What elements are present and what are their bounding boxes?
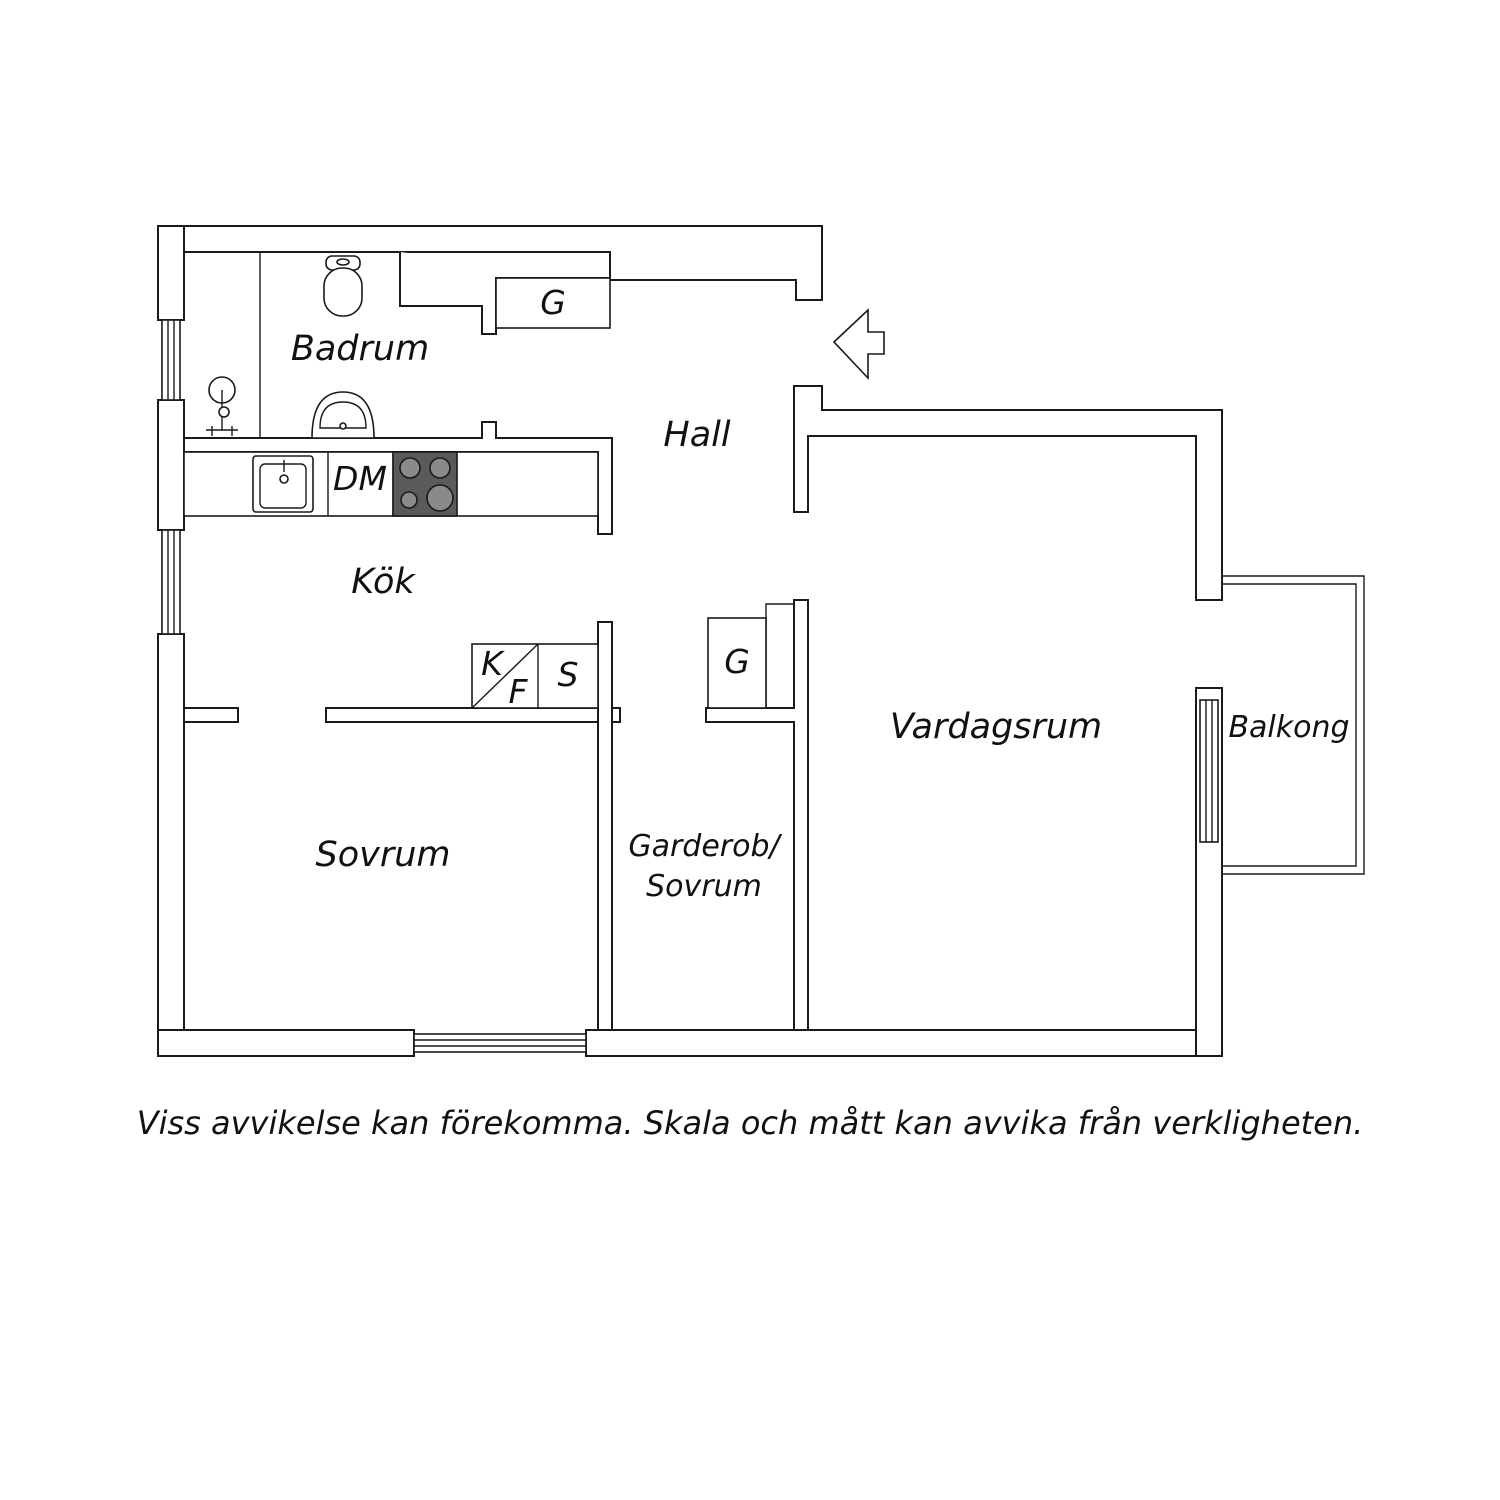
wall-living-left: [705, 599, 809, 1031]
wall-kitchen-bedroom-right: [325, 707, 621, 723]
fixture-label-g-top: G: [540, 283, 566, 322]
wall-bedroom-right: [597, 621, 613, 1031]
room-label-hall: Hall: [663, 415, 730, 455]
room-label-badrum: Badrum: [291, 329, 429, 369]
fixture-label-dm: DM: [333, 459, 387, 498]
toilet-icon: [323, 255, 363, 317]
room-label-garderob-1: Garderob/: [628, 829, 782, 864]
wardrobe-mid: [707, 617, 767, 709]
balcony: [1222, 575, 1365, 875]
room-label-sovrum: Sovrum: [315, 835, 450, 875]
fixture-label-g-mid: G: [724, 642, 750, 681]
wall-entrance-jamb: [793, 385, 1223, 601]
window-kitchen: [161, 529, 181, 635]
windows: [161, 319, 1219, 1053]
wall-bottom-left: [157, 1029, 415, 1057]
wall-kitchen-bedroom-left: [183, 707, 239, 723]
disclaimer-text: Viss avvikelse kan förekomma. Skala och …: [136, 1104, 1364, 1142]
kitchen-counter: [183, 451, 599, 517]
stove-icon: [392, 451, 458, 517]
kitchen-sink-icon: [252, 455, 314, 513]
room-label-garderob-2: Sovrum: [646, 869, 762, 904]
wardrobe-top: [495, 277, 611, 329]
window-bath: [161, 319, 181, 401]
shower-icon: [206, 376, 238, 436]
wall-left-upper: [157, 225, 185, 321]
washbasin-icon: [311, 391, 375, 439]
bathroom-fixtures: [206, 252, 375, 439]
fixture-label-k: K: [481, 644, 505, 683]
room-label-balkong: Balkong: [1228, 710, 1349, 745]
wall-notch: [765, 603, 794, 708]
room-label-kok: Kök: [351, 562, 416, 602]
entrance-arrow-icon: [832, 308, 885, 381]
wall-left-lower: [157, 633, 185, 1057]
window-balcony-door: [1199, 699, 1219, 843]
wall-bottom-right: [585, 1029, 1223, 1057]
fridge-storage: [471, 643, 599, 709]
fixture-label-f: F: [509, 672, 529, 711]
fixture-label-s: S: [558, 655, 579, 694]
window-bedroom: [413, 1033, 587, 1053]
room-label-vardagsrum: Vardagsrum: [890, 707, 1102, 747]
labels: Badrum Hall Kök Sovrum Garderob/ Sovrum …: [291, 283, 1350, 904]
wall-left-mid: [157, 399, 185, 531]
wall-top: [157, 225, 823, 301]
